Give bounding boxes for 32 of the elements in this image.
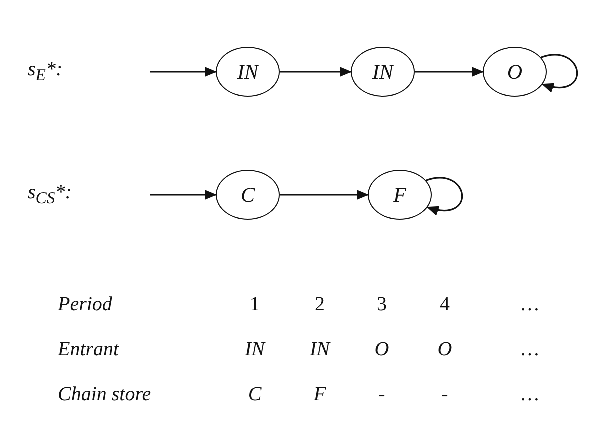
action-value: O	[374, 338, 390, 362]
state-ellipse: IN	[351, 47, 415, 97]
arrow	[150, 67, 217, 77]
action-value: -	[442, 384, 448, 406]
action-value: -	[378, 384, 386, 406]
action-value: IN	[245, 338, 265, 362]
ellipsis: …	[520, 384, 540, 406]
action-value: O	[438, 338, 452, 362]
row-header: Entrant	[58, 338, 120, 362]
arrow	[280, 190, 369, 200]
arrow	[415, 67, 484, 77]
action-value: C	[248, 384, 262, 406]
period-number: 2	[315, 294, 325, 316]
ellipsis: …	[520, 294, 540, 316]
period-number: 3	[377, 294, 387, 316]
self-loop-arrow	[541, 54, 578, 92]
arrow	[280, 67, 352, 77]
state-ellipse: F	[368, 170, 432, 220]
state-ellipse: O	[483, 47, 547, 97]
strategy-label: s$_{E}$*:	[28, 58, 63, 86]
state-ellipse: C	[216, 170, 280, 220]
arrow	[150, 190, 217, 200]
row-header: Period	[58, 294, 112, 316]
ellipsis: …	[520, 338, 540, 362]
self-loop-arrow	[426, 177, 464, 216]
state-ellipse: IN	[216, 47, 280, 97]
period-number: 1	[250, 294, 260, 316]
action-value: IN	[310, 338, 330, 362]
strategy-label: s$_{CS}$*:	[28, 182, 72, 208]
action-value: F	[314, 384, 326, 406]
row-header: Chain store	[58, 384, 152, 406]
period-number: 4	[440, 294, 450, 316]
